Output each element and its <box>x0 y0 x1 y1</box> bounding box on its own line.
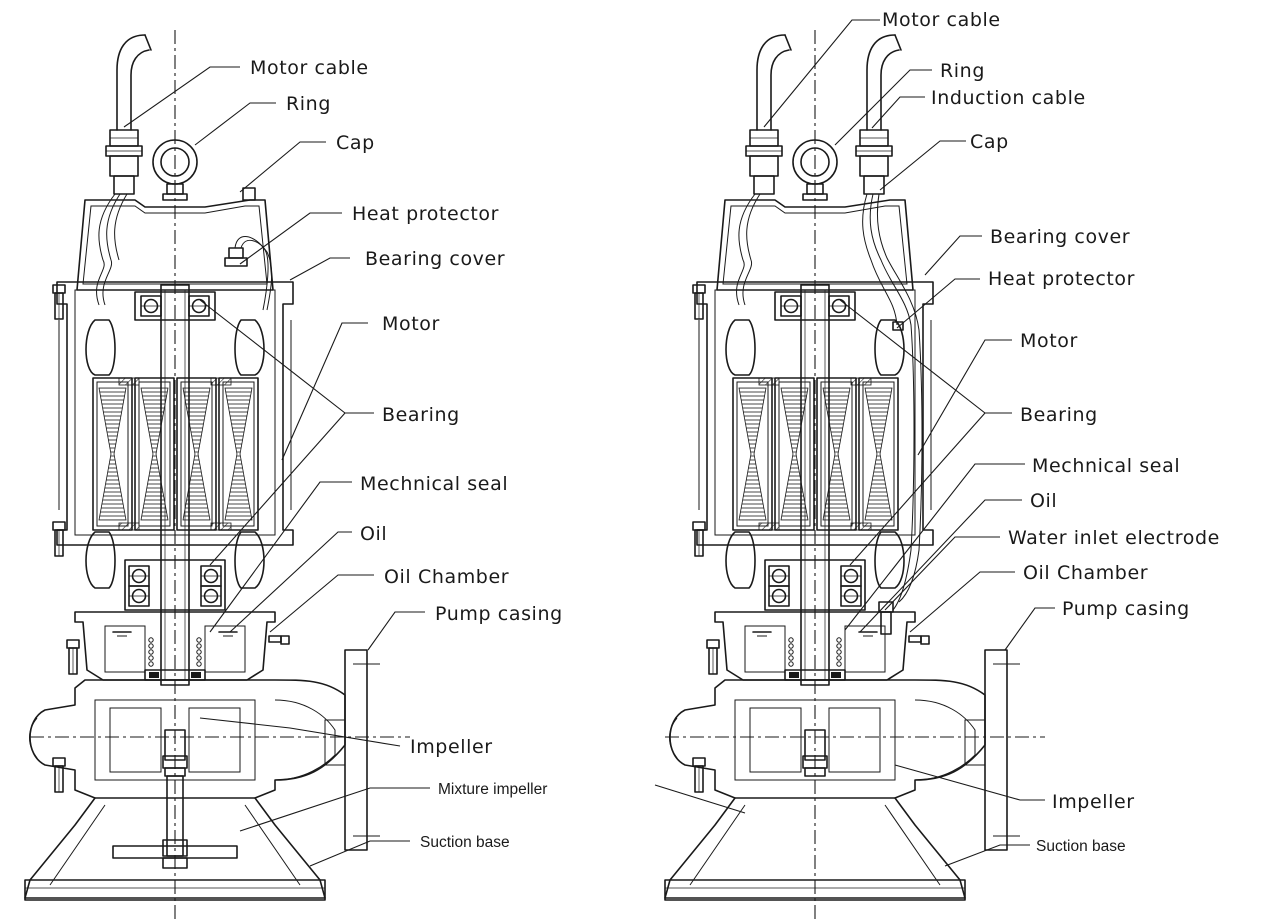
label-left-ring: Ring <box>286 93 331 115</box>
label-right-pump-casing: Pump casing <box>1062 598 1190 620</box>
label-left-motor: Motor <box>382 313 440 335</box>
label-right-bearing: Bearing <box>1020 404 1098 426</box>
left-labels: Motor cable Ring Cap Heat protector Bear… <box>123 57 563 867</box>
label-left-oil-chamber: Oil Chamber <box>384 566 509 588</box>
right-labels: Motor cable Ring Induction cable Cap Bea… <box>654 9 1220 867</box>
label-right-oil-chamber: Oil Chamber <box>1023 562 1148 584</box>
label-right-water-inlet-electrode: Water inlet electrode <box>1008 527 1220 549</box>
label-left-mixture-impeller: Mixture impeller <box>438 781 547 798</box>
label-right-heat-protector: Heat protector <box>988 268 1135 290</box>
label-left-motor-cable: Motor cable <box>250 57 369 79</box>
label-right-ring: Ring <box>940 60 985 82</box>
label-left-mechanical-seal: Mechnical seal <box>360 473 508 495</box>
label-left-cap: Cap <box>336 132 375 154</box>
label-left-pump-casing: Pump casing <box>435 603 563 625</box>
label-left-suction-base: Suction base <box>420 834 510 851</box>
label-right-cap: Cap <box>970 131 1009 153</box>
label-right-motor: Motor <box>1020 330 1078 352</box>
label-right-oil: Oil <box>1030 490 1057 512</box>
label-left-bearing-cover: Bearing cover <box>365 248 505 270</box>
label-right-induction-cable: Induction cable <box>931 87 1086 109</box>
label-left-impeller: Impeller <box>410 736 493 758</box>
label-right-mechanical-seal: Mechnical seal <box>1032 455 1180 477</box>
label-right-bearing-cover: Bearing cover <box>990 226 1130 248</box>
label-left-oil: Oil <box>360 523 387 545</box>
label-right-suction-base: Suction base <box>1036 838 1126 855</box>
left-pump-drawing <box>25 34 380 900</box>
label-right-impeller: Impeller <box>1052 791 1135 813</box>
label-left-heat-protector: Heat protector <box>352 203 499 225</box>
label-right-motor-cable: Motor cable <box>882 9 1001 31</box>
label-left-bearing: Bearing <box>382 404 460 426</box>
right-pump-drawing <box>665 34 1020 900</box>
